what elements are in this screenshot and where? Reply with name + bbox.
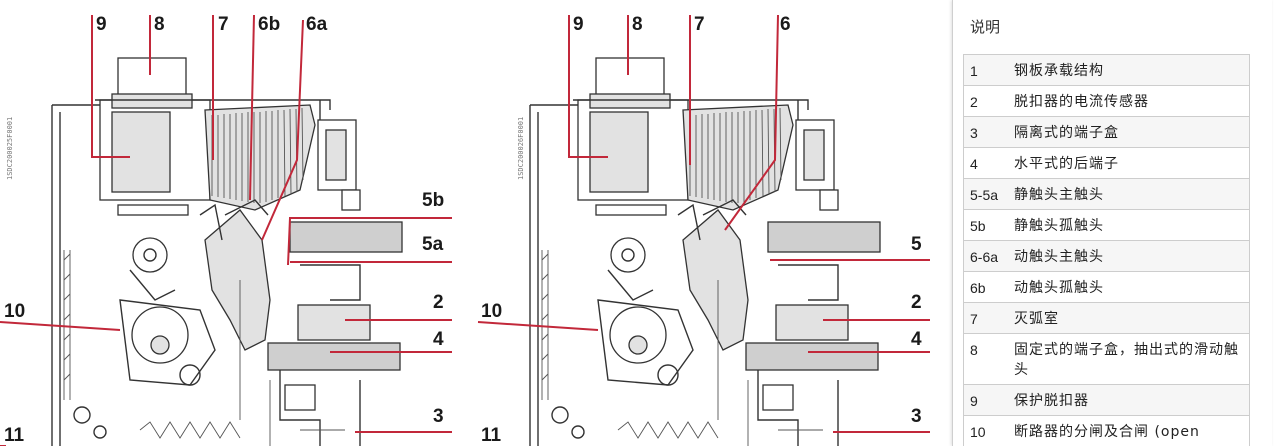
- legend-row-number: 2: [970, 94, 978, 110]
- callout-3: 3: [433, 406, 444, 427]
- callout-2-right: 2: [911, 292, 922, 313]
- callout-7-right: 7: [694, 14, 705, 35]
- legend-row: 6b 动触头孤触头: [963, 272, 1250, 303]
- legend-row: 6-6a 动触头主触头: [963, 241, 1250, 272]
- legend-row-text: 动触头孤触头: [1014, 280, 1104, 296]
- svg-text:1SDC200025F0001: 1SDC200025F0001: [6, 117, 14, 180]
- callout-11-right: 11: [481, 425, 502, 446]
- callout-10-right: 10: [481, 301, 502, 322]
- callout-7: 7: [218, 14, 229, 35]
- legend-row: 3 隔离式的端子盒: [963, 117, 1250, 148]
- callout-6b: 6b: [258, 14, 280, 35]
- legend-row-number: 6-6a: [970, 249, 999, 265]
- legend-row-text: 静触头孤触头: [1014, 218, 1104, 234]
- legend-row: 7 灭弧室: [963, 303, 1250, 334]
- legend-table: 1 钢板承载结构 2 脱扣器的电流传感器 3 隔离式的端子盒 4 水平式的后端子 5-5a 静触头…: [963, 54, 1250, 446]
- legend-row-text: 断路器的分闸及合闸 (open: [1014, 424, 1200, 440]
- callout-6a: 6a: [306, 14, 328, 35]
- legend-row: 5b 静触头孤触头: [963, 210, 1250, 241]
- callout-10: 10: [4, 301, 25, 322]
- callout-3-right: 3: [911, 406, 922, 427]
- legend-row-number: 7: [970, 311, 978, 327]
- legend-row-text: 脱扣器的电流传感器: [1014, 94, 1149, 110]
- legend-row: 9 保护脱扣器: [963, 385, 1250, 416]
- callout-8-right: 8: [632, 14, 643, 35]
- legend-row-number: 10: [970, 424, 986, 440]
- legend-row-text: 钢板承载结构: [1014, 63, 1104, 79]
- legend-row-number: 6b: [970, 280, 986, 296]
- svg-text:1SDC200026F0001: 1SDC200026F0001: [517, 117, 525, 180]
- legend-row: 10 断路器的分闸及合闸 (open: [963, 416, 1250, 446]
- legend-row-number: 1: [970, 63, 978, 79]
- legend-row-text: 动触头主触头: [1014, 249, 1104, 265]
- legend-row-number: 9: [970, 393, 978, 409]
- legend-row-text: 灭弧室: [1014, 311, 1059, 327]
- legend-panel: 说明 1 钢板承载结构 2 脱扣器的电流传感器 3 隔离式的端子盒 4 水平式的后端子 5-5a…: [952, 0, 1272, 446]
- right-diagram: 1SDC200026F0001 9 8 7 6 5 2 4 3 10 11: [477, 14, 930, 446]
- legend-row: 4 水平式的后端子: [963, 148, 1250, 179]
- legend-row-number: 5-5a: [970, 187, 999, 203]
- callout-5b: 5b: [422, 190, 444, 211]
- callout-4-right: 4: [911, 329, 922, 350]
- callout-9-right: 9: [573, 14, 584, 35]
- left-diagram: 1SDC200025F0001 9 8 7 6b 6a 5b 5a 2 4 3 …: [0, 14, 452, 446]
- legend-title: 说明: [970, 18, 1001, 36]
- callout-5-right: 5: [911, 234, 922, 255]
- legend-row-number: 3: [970, 125, 978, 141]
- legend-row-number: 8: [970, 342, 978, 358]
- legend-row-text: 固定式的端子盒，抽出式的滑动触头: [1014, 342, 1239, 378]
- legend-row-text: 保护脱扣器: [1014, 393, 1089, 409]
- legend-row-text: 隔离式的端子盒: [1014, 125, 1119, 141]
- legend-row-text: 水平式的后端子: [1014, 156, 1119, 172]
- legend-row: 2 脱扣器的电流传感器: [963, 86, 1250, 117]
- callout-11: 11: [4, 425, 25, 446]
- callout-5a: 5a: [422, 234, 444, 255]
- callout-4: 4: [433, 329, 444, 350]
- legend-row-text: 静触头主触头: [1014, 187, 1104, 203]
- callout-8: 8: [154, 14, 165, 35]
- legend-row-number: 4: [970, 156, 978, 172]
- breaker-cross-section-diagram: 1SDC200025F0001 9 8 7 6b 6a 5b 5a 2 4 3 …: [0, 14, 930, 446]
- callout-2: 2: [433, 292, 444, 313]
- legend-row: 8 固定式的端子盒，抽出式的滑动触头: [963, 334, 1250, 385]
- legend-row: 5-5a 静触头主触头: [963, 179, 1250, 210]
- callout-9: 9: [96, 14, 107, 35]
- legend-row-number: 5b: [970, 218, 986, 234]
- legend-row: 1 钢板承载结构: [963, 54, 1250, 86]
- callout-6-right: 6: [780, 14, 791, 35]
